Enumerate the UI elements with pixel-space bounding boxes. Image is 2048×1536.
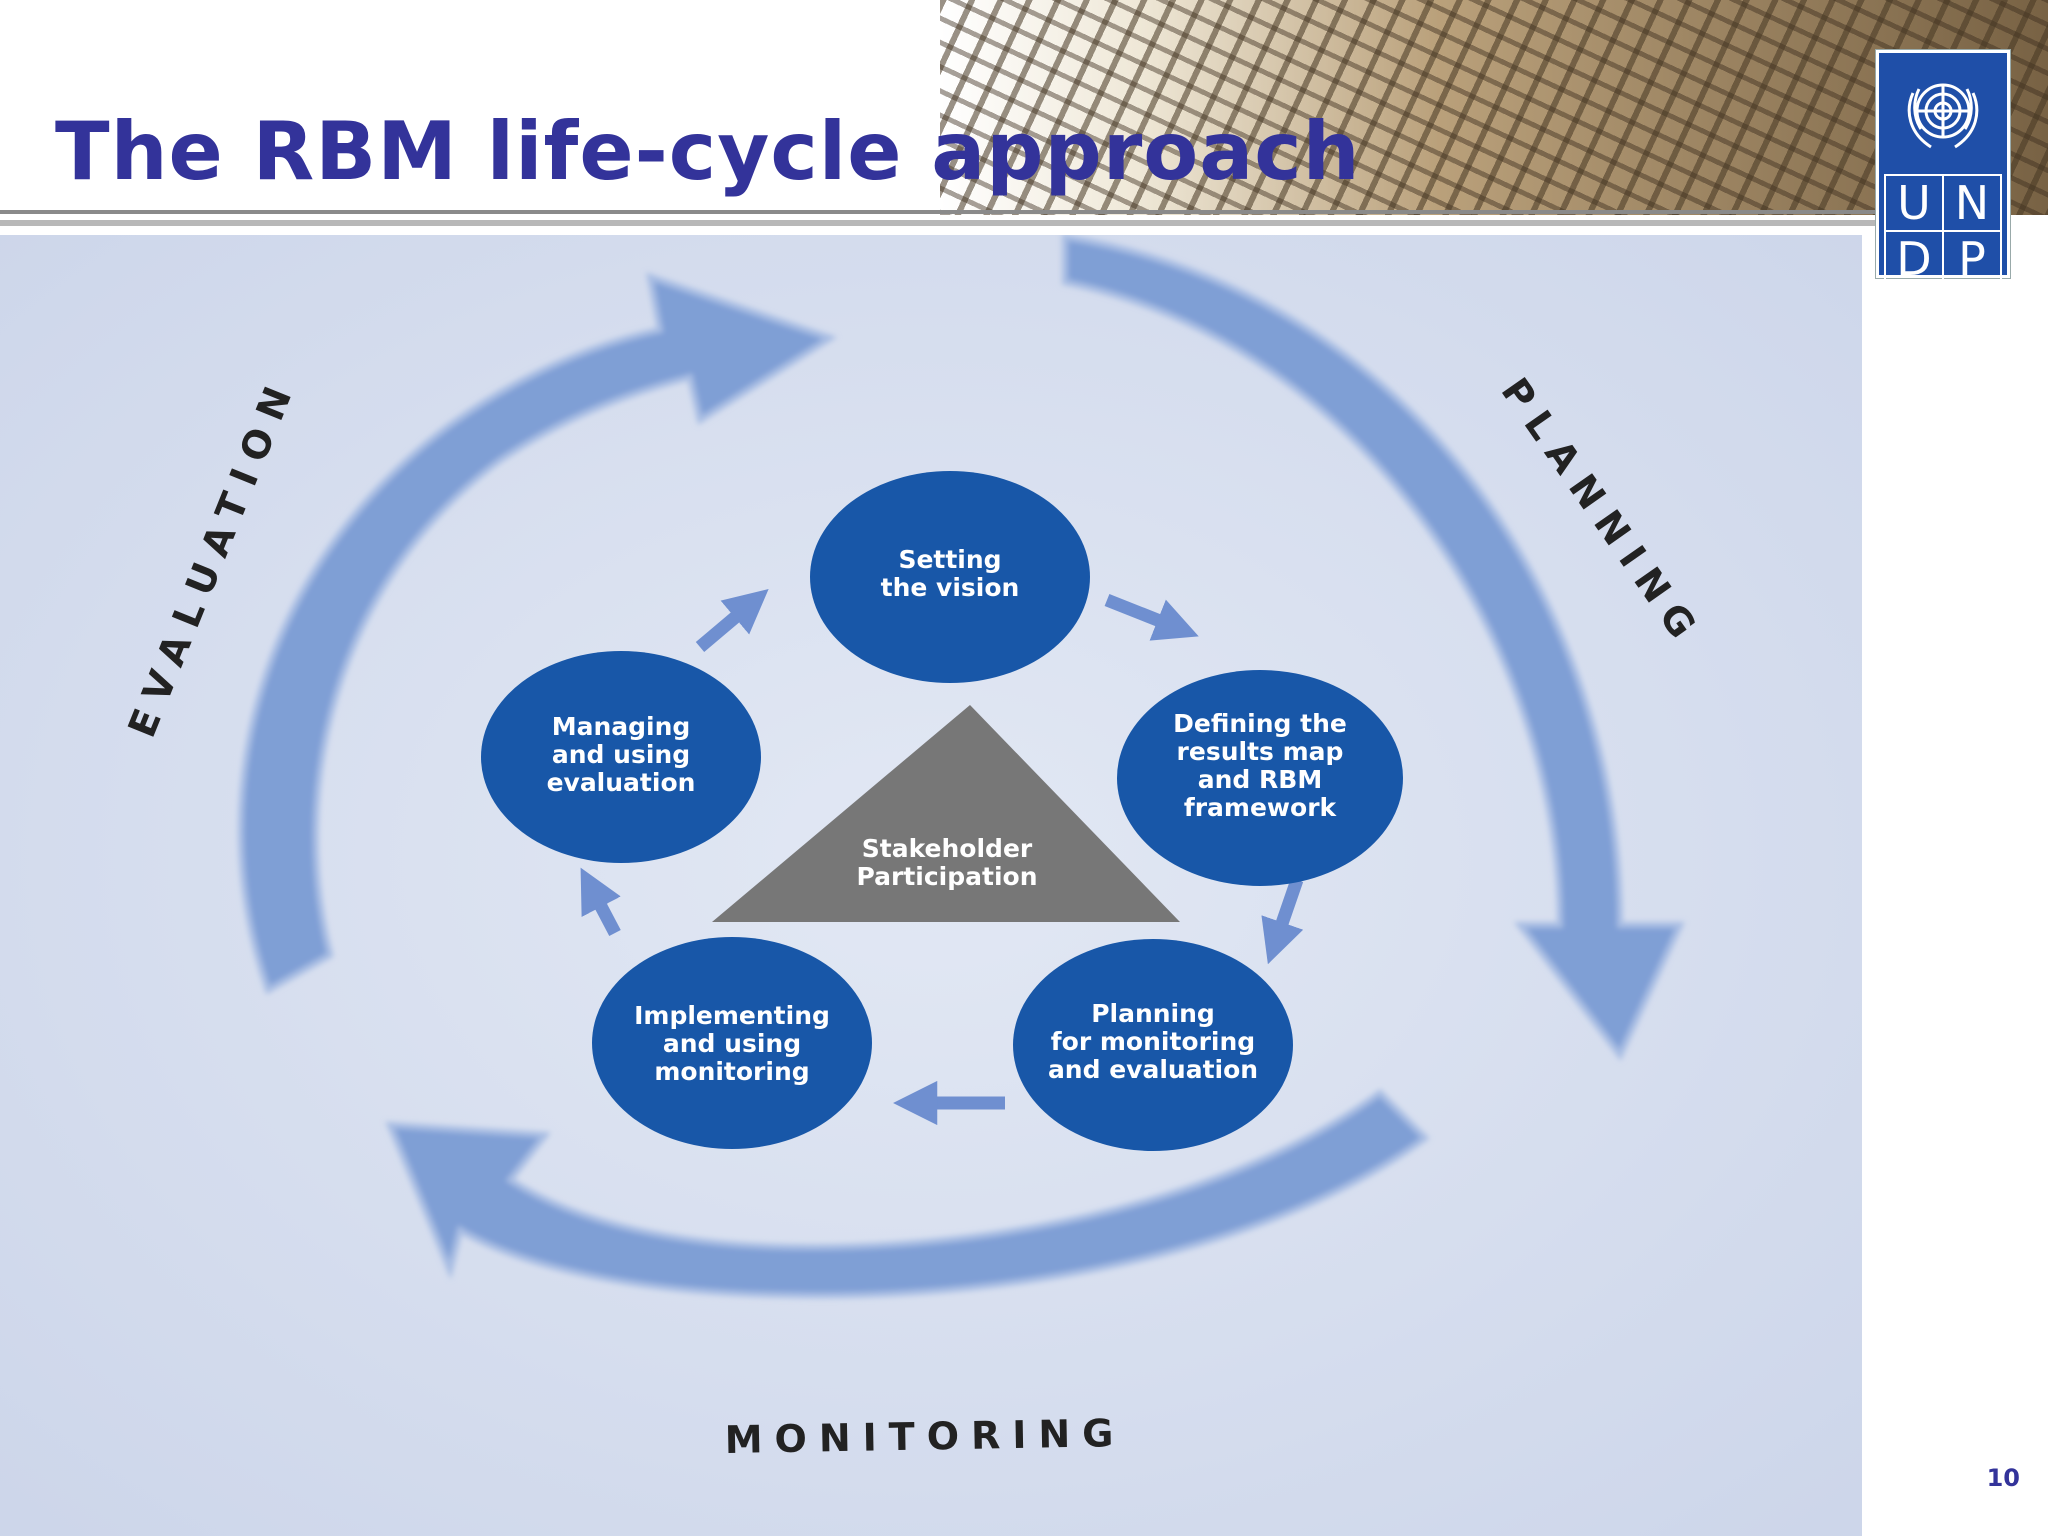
evaluation-arrow <box>237 272 837 995</box>
node-implementing-line-1: Implementing <box>634 1001 830 1030</box>
title-divider-shadow <box>0 220 1880 226</box>
logo-letter-u: U <box>1884 174 1944 232</box>
node-vision-line-2: the vision <box>881 573 1020 602</box>
undp-logo: U N D P <box>1876 50 2010 288</box>
logo-letter-d: D <box>1884 230 1944 288</box>
arrow-managing-to-vision <box>695 589 769 652</box>
rbm-cycle-diagram: PLANNING MONITORING EVALUATION Stakehold… <box>0 235 1862 1536</box>
node-results-line-1: Defining the <box>1173 709 1347 738</box>
title-divider <box>0 210 1880 214</box>
arrow-results-to-planning <box>1261 877 1304 965</box>
arrow-vision-to-results <box>1104 593 1199 641</box>
undp-letters: U N D P <box>1884 174 2002 288</box>
big-cycle-arrows <box>237 235 1685 1299</box>
monitoring-arrow <box>385 1089 1430 1299</box>
arrow-implementing-to-managing <box>580 867 621 937</box>
stakeholder-triangle: Stakeholder Participation <box>712 705 1180 922</box>
node-results-line-4: framework <box>1184 793 1338 822</box>
center-label-line-2: Participation <box>856 862 1037 891</box>
node-implementing-line-2: and using <box>663 1029 801 1058</box>
node-results-line-2: results map <box>1177 737 1344 766</box>
node-planning-line-2: for monitoring <box>1051 1027 1255 1056</box>
node-defining-results: Defining the results map and RBM framewo… <box>1117 670 1403 886</box>
logo-letter-p: P <box>1942 230 2002 288</box>
node-implementing-monitoring: Implementing and using monitoring <box>592 937 872 1149</box>
slide-title: The RBM life-cycle approach <box>55 105 1361 198</box>
monitoring-label: MONITORING <box>724 1411 1125 1462</box>
logo-letter-n: N <box>1942 174 2002 232</box>
page-number: 10 <box>1986 1464 2020 1492</box>
header-photo <box>940 0 2048 215</box>
node-implementing-line-3: monitoring <box>654 1057 809 1086</box>
un-emblem-icon <box>1907 83 1979 149</box>
node-managing-evaluation: Managing and using evaluation <box>481 651 761 863</box>
node-results-line-3: and RBM <box>1198 765 1322 794</box>
node-managing-line-3: evaluation <box>547 768 696 797</box>
node-planning-line-1: Planning <box>1091 999 1215 1028</box>
connector-arrows <box>580 589 1304 1126</box>
node-planning-me: Planning for monitoring and evaluation <box>1013 939 1293 1151</box>
center-label-line-1: Stakeholder <box>862 834 1033 863</box>
node-managing-line-2: and using <box>552 740 690 769</box>
node-vision-line-1: Setting <box>898 545 1001 574</box>
node-managing-line-1: Managing <box>552 712 691 741</box>
planning-arrow <box>1062 235 1685 1061</box>
node-planning-line-3: and evaluation <box>1048 1055 1258 1084</box>
node-setting-vision: Setting the vision <box>810 471 1090 683</box>
